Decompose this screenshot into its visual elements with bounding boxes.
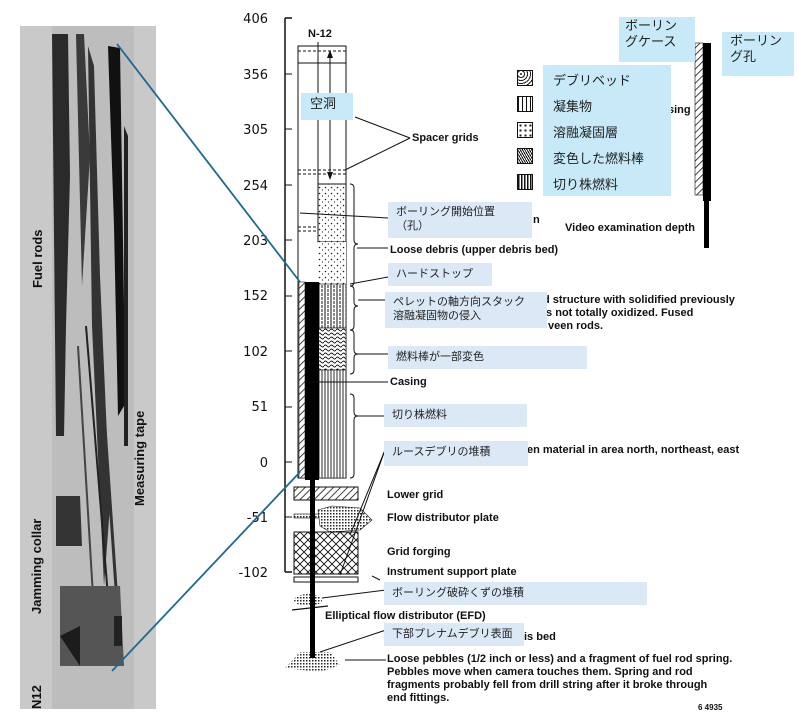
boring-legend-graphic xyxy=(694,42,711,248)
legend-item-label: 切り株燃料 xyxy=(553,178,619,193)
lower-grid-shape xyxy=(293,486,359,501)
pebbles-line-2: Pebbles move when camera touches them. S… xyxy=(387,666,693,678)
cavity-annotation: 空洞 xyxy=(301,93,353,120)
flow-plate-label: Flow distributor plate xyxy=(387,512,499,524)
grid-forging-shape xyxy=(293,531,359,575)
pointer-lines xyxy=(299,116,411,661)
connector-line-top xyxy=(116,43,301,283)
structure-line-2: ls not totally oxidized. Fused xyxy=(543,307,694,319)
hard-stop-annotation: ハードストップ xyxy=(388,263,492,286)
legend-item-label: 溶融凝固層 xyxy=(553,126,619,141)
column-title: N-12 xyxy=(308,28,332,40)
efd-label: Elliptical flow distributor (EFD) xyxy=(325,610,486,622)
debris-bed-label: is bed xyxy=(524,631,556,643)
legend-swatch-discolored-rods xyxy=(517,148,533,164)
structure-line-3: veen rods. xyxy=(548,320,604,332)
boring-debris-pile-annotation: ボーリング破砕くずの堆積 xyxy=(384,582,647,605)
n-partial-label: n xyxy=(533,214,540,226)
pellet-line-1: ペレットの軸方向スタック xyxy=(393,295,525,308)
pebbles-line-3: fragments probably fell from drill strin… xyxy=(387,679,708,691)
loose-debris-pile-annotation: ルースデブリの堆積 xyxy=(384,441,528,466)
grid-forging-label: Grid forging xyxy=(387,546,451,558)
depth-axis xyxy=(284,17,292,573)
lower-plenum-annotation: 下部プレナムデブリ表面 xyxy=(384,623,524,646)
pebbles-line-4: end fittings. xyxy=(387,692,450,704)
pellet-annotation: ペレットの軸方向スタック 溶融凝固物の侵入 xyxy=(385,292,547,328)
tick-label: 0 xyxy=(259,456,268,471)
core-bore-photo: Fuel rods Measuring tape Jamming collar … xyxy=(20,26,156,709)
boring-debris-shape xyxy=(294,594,322,606)
tick-label: 305 xyxy=(243,123,268,138)
photo-image xyxy=(20,26,156,709)
instrument-plate-shape xyxy=(293,576,359,583)
boring-casing-label: ボーリングケース xyxy=(619,17,695,62)
tick-label: 152 xyxy=(243,289,268,304)
spacer-grids-label: Spacer grids xyxy=(412,132,479,144)
casing-partial-label: sing xyxy=(668,104,691,116)
tick-label: -102 xyxy=(238,566,268,581)
debris-pile-shape xyxy=(317,505,373,533)
tick-label: 254 xyxy=(243,179,268,194)
lower-grid-label: Lower grid xyxy=(387,489,444,501)
legend-item-label: 変色した燃料棒 xyxy=(553,152,645,167)
pebbles-line-1: Loose pebbles (1/2 inch or less) and a f… xyxy=(387,653,733,665)
casing-label: Casing xyxy=(390,376,427,388)
boring-start-line-1: ボーリング開始位置 xyxy=(396,205,495,218)
legend: デブリベッド 凝集物 溶融凝固層 変色した燃料棒 切り株燃料 xyxy=(543,65,671,196)
stub-fuel-annotation: 切り株燃料 xyxy=(384,404,527,427)
loose-debris-label: Loose debris (upper debris bed) xyxy=(390,244,559,256)
lower-plenum-debris-shape xyxy=(285,652,340,672)
boring-start-annotation: ボーリング開始位置 （孔） xyxy=(388,202,532,238)
legend-swatch-debris-bed xyxy=(517,70,533,86)
structure-line-1: d structure with solidified previously xyxy=(543,294,735,306)
tick-label: 203 xyxy=(243,234,268,249)
tick-label: 356 xyxy=(243,68,268,83)
boring-start-line-2: （孔） xyxy=(396,219,429,232)
material-line: en material in area north, northeast, ea… xyxy=(527,444,740,456)
partial-discolor-annotation: 燃料棒が一部変色 xyxy=(388,346,587,369)
legend-swatch-resolidified xyxy=(517,122,533,138)
video-depth-label: Video examination depth xyxy=(565,222,695,234)
tick-label: 51 xyxy=(251,400,268,415)
fuel-assembly-column xyxy=(297,42,359,660)
boring-hole-label: ボーリング孔 xyxy=(722,32,794,76)
tick-label: 102 xyxy=(243,345,268,360)
legend-swatch-agglomerate xyxy=(517,96,533,112)
legend-item-label: デブリベッド xyxy=(553,74,632,89)
legend-item-label: 凝集物 xyxy=(553,100,593,115)
instrument-plate-label: Instrument support plate xyxy=(387,566,517,578)
pellet-line-2: 溶融凝固物の侵入 xyxy=(393,309,481,322)
legend-swatch-stub-fuel xyxy=(517,174,533,190)
figure-number: 6 4935 xyxy=(698,703,723,712)
tick-label: 406 xyxy=(243,12,268,27)
connector-line-bottom xyxy=(111,471,301,672)
